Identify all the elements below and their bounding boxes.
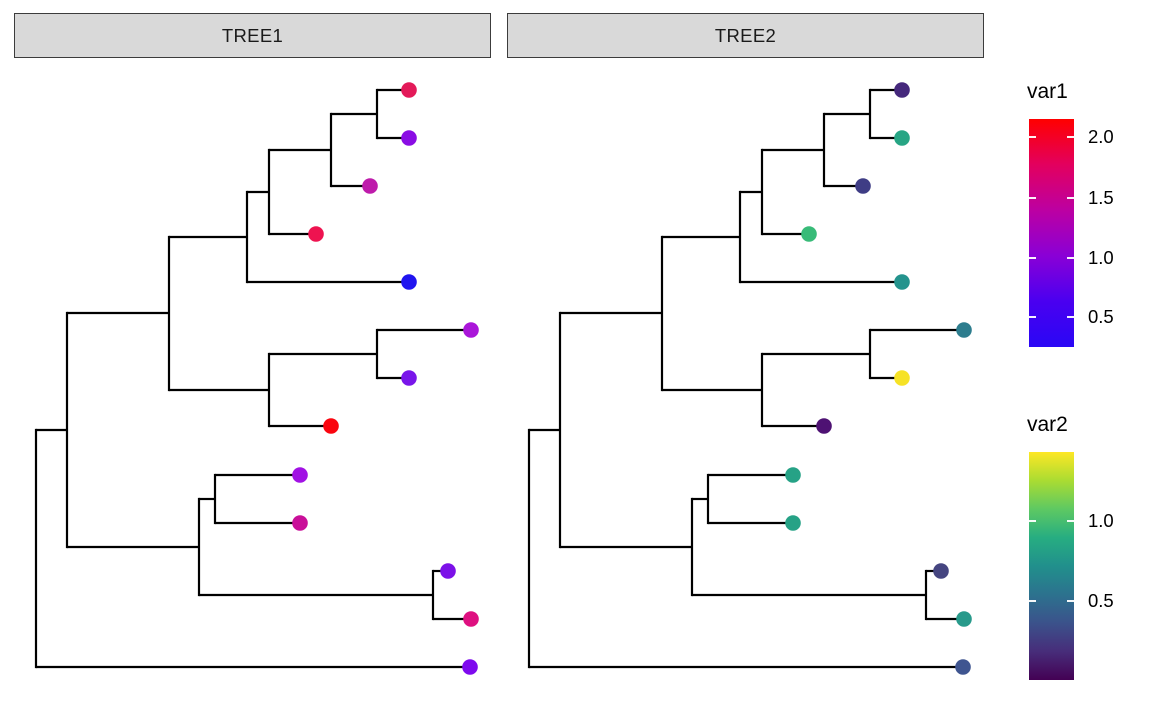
colorbar-tick-mark <box>1029 600 1036 602</box>
colorbar-tick-mark <box>1067 257 1074 259</box>
colorbar-tick-mark <box>1029 520 1036 522</box>
colorbar-tick-mark <box>1067 520 1074 522</box>
tip-point <box>401 274 417 290</box>
colorbar-tick-mark <box>1029 316 1036 318</box>
colorbar-tick-mark <box>1029 136 1036 138</box>
tip-point <box>955 659 971 675</box>
colorbar-tick-label: 1.0 <box>1088 247 1114 268</box>
facet-strip-tree2-label: TREE2 <box>714 24 777 46</box>
tip-point <box>292 515 308 531</box>
facet-strip-tree2: TREE2 <box>507 13 984 58</box>
tip-point <box>785 467 801 483</box>
facet-strip-tree1: TREE1 <box>14 13 491 58</box>
legend-title-var2: var2 <box>1027 413 1068 436</box>
tip-point <box>933 563 949 579</box>
facet-strip-tree1-label: TREE1 <box>221 24 284 46</box>
tip-point <box>292 467 308 483</box>
legend-colorbar-var1 <box>1029 119 1074 347</box>
colorbar-tick-label: 0.5 <box>1088 306 1114 327</box>
tip-point <box>801 226 817 242</box>
colorbar-tick-label: 0.5 <box>1088 590 1114 611</box>
tip-point <box>463 611 479 627</box>
legend-title-var1: var1 <box>1027 80 1068 103</box>
tip-point <box>894 274 910 290</box>
tip-point <box>308 226 324 242</box>
tip-point <box>362 178 378 194</box>
colorbar-tick-label: 2.0 <box>1088 126 1114 147</box>
tip-point <box>956 322 972 338</box>
tree-panel-tree2 <box>527 82 972 675</box>
tip-point <box>401 130 417 146</box>
colorbar-tick-mark <box>1067 136 1074 138</box>
colorbar-tick-mark <box>1029 197 1036 199</box>
tip-point <box>785 515 801 531</box>
legend-colorbar-var2 <box>1029 452 1074 680</box>
tip-point <box>401 82 417 98</box>
tree-panel-tree1 <box>34 82 479 675</box>
colorbar-tick-label: 1.5 <box>1088 187 1114 208</box>
tip-point <box>894 82 910 98</box>
colorbar-tick-mark <box>1067 316 1074 318</box>
tip-point <box>894 130 910 146</box>
tip-point <box>855 178 871 194</box>
tip-point <box>894 370 910 386</box>
tip-point <box>463 322 479 338</box>
colorbar-tick-label: 1.0 <box>1088 510 1114 531</box>
tip-point <box>440 563 456 579</box>
colorbar-tick-mark <box>1067 600 1074 602</box>
colorbar-tick-mark <box>1067 197 1074 199</box>
tip-point <box>462 659 478 675</box>
colorbar-tick-mark <box>1029 257 1036 259</box>
tip-point <box>956 611 972 627</box>
tip-point <box>401 370 417 386</box>
tip-point <box>323 418 339 434</box>
tip-point <box>816 418 832 434</box>
